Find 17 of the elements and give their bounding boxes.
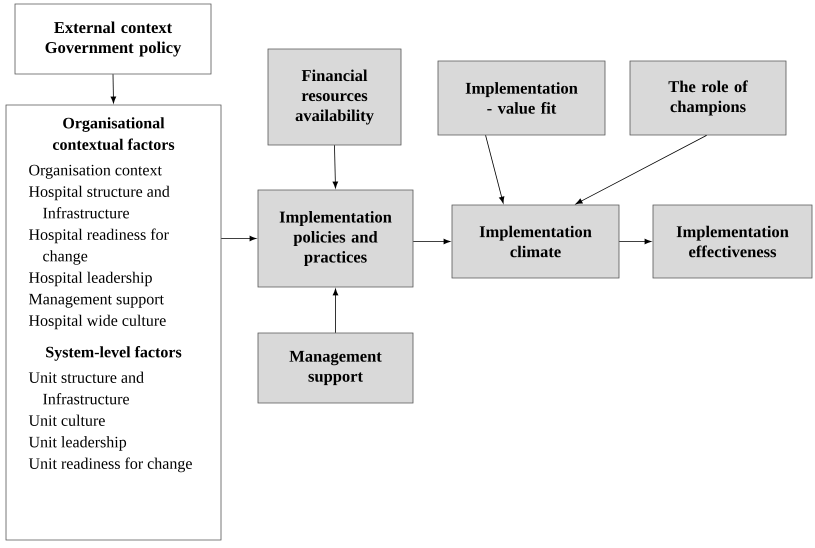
arrow — [619, 238, 652, 244]
arrow — [332, 288, 338, 333]
context-box: External context Government policy — [14, 4, 212, 74]
process-box: Implementation policies and practices — [258, 190, 414, 288]
arrow — [485, 135, 504, 204]
process-box: The role of champions — [630, 60, 786, 136]
arrow — [576, 135, 707, 204]
arrow — [332, 145, 338, 188]
arrow — [221, 236, 256, 242]
arrow — [110, 74, 116, 104]
process-box: Implementation climate — [452, 204, 620, 278]
process-box: Financial resources availability — [268, 48, 402, 146]
process-box: Implementation - value fit — [438, 60, 606, 136]
process-box: Management support — [258, 332, 414, 404]
arrow — [413, 238, 450, 244]
factors-box: Organisational contextual factors Organisation context Hospital structure and Infrastructure Hospital readiness for change Hospital leadership Management support Hospital wide culture System-level factors Unit structure and Infrastructure Unit culture Unit leadership Unit readiness for change — [6, 104, 222, 540]
process-box: Implementation effectiveness — [652, 204, 812, 278]
